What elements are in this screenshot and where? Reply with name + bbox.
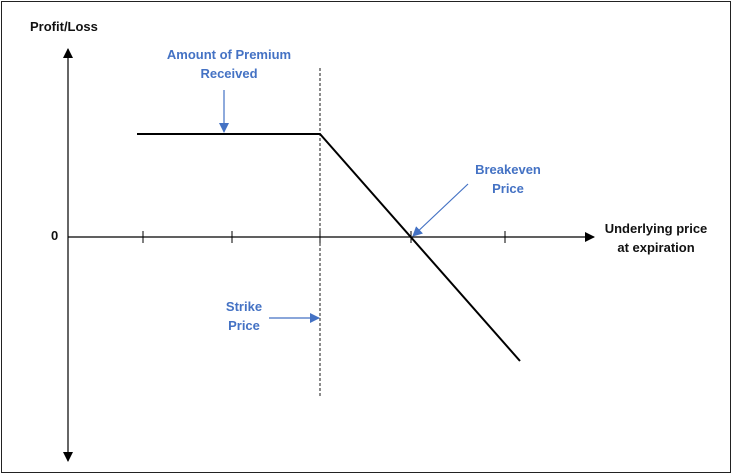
zero-label: 0 [51, 228, 59, 243]
breakeven-annotation: Breakeven Price [475, 162, 541, 196]
y-axis-label: Profit/Loss [30, 19, 98, 34]
x-axis-label: Underlying price at expiration [604, 221, 708, 255]
premium-annotation: Amount of Premium Received [166, 47, 292, 81]
payoff-line [137, 133, 521, 362]
strike-annotation: Strike Price [225, 299, 263, 333]
breakeven-arrow [412, 183, 469, 237]
